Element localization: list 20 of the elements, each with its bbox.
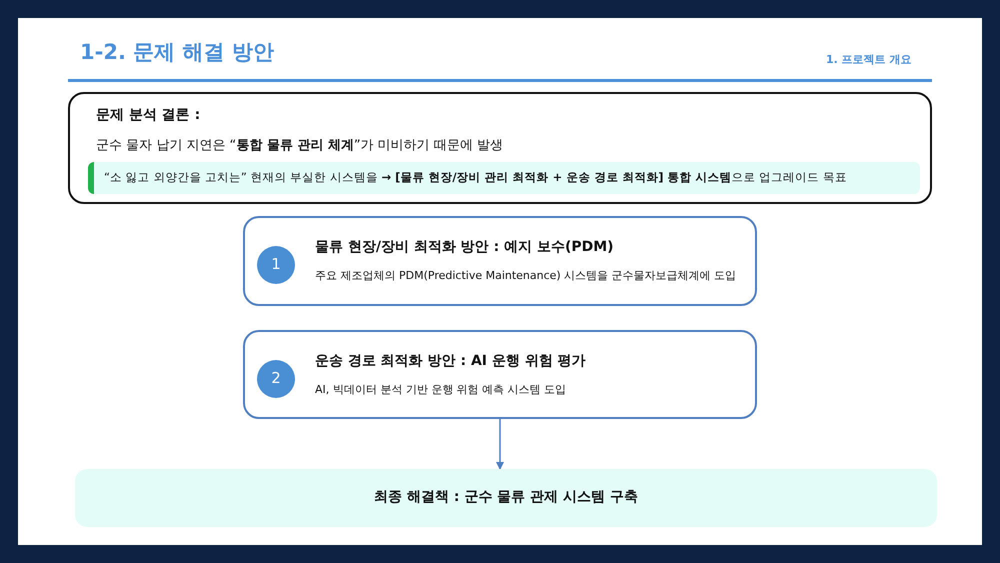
heading: 운송 경로 최적화 방안 : AI 운행 위험 평가 [315, 352, 586, 370]
text: 최종 해결책 : 군수 물류 관제 시스템 구축 [373, 488, 639, 506]
number-circle [257, 360, 295, 398]
description: AI, 빅데이터 분석 기반 운행 위험 예측 시스템 도입 [315, 382, 566, 397]
solution-card [243, 330, 757, 419]
conclusion-box [68, 92, 932, 204]
number-circle [257, 246, 295, 284]
text: “소 잃고 외양간을 고치는” 현재의 부실한 시스템을 → [물류 현장/장비 관리 최적화 + 운송 경로 최적화] 통합 시스템으로 업그레이드 목표 [104, 170, 847, 185]
heading: 문제 분석 결론 : [96, 106, 200, 124]
solution-card [243, 216, 757, 306]
final-solution-box [75, 469, 937, 527]
highlight-band [88, 162, 920, 194]
circle-number: 2 [270, 369, 282, 387]
circle-number: 1 [270, 255, 282, 273]
description: 군수 물자 납기 지연은 “통합 물류 관리 체계”가 미비하기 때문에 발생 [96, 137, 503, 154]
heading: 물류 현장/장비 최적화 방안 : 예지 보수(PDM) [315, 238, 614, 256]
section-label: 1. 프로젝트 개요 [826, 52, 912, 67]
description: 주요 제조업체의 PDM(Predictive Maintenance) 시스템을 군수물자보급체계에 도입 [315, 268, 736, 283]
arrow [496, 419, 504, 470]
slide-title: 1-2. 문제 해결 방안 [80, 39, 274, 66]
